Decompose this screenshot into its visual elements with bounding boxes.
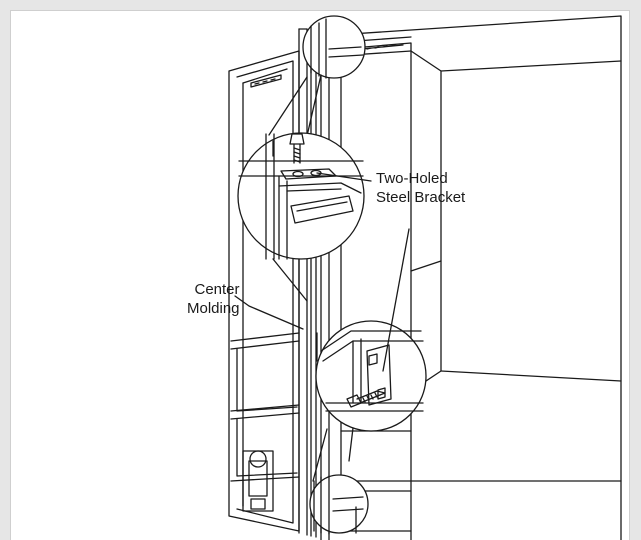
left-door [228,50,300,532]
center-molding-strip [298,28,317,538]
magnified-top-bracket [237,132,365,260]
bracket-label-line-2: Steel Bracket [376,189,466,206]
molding-leader-line [234,295,304,330]
diagram-figure: Two-Holed Steel Bracket Center Molding [10,10,630,540]
leader-line-bottom-2 [348,427,354,462]
bracket-leader-line [316,172,372,182]
top-detail-circle [302,15,366,79]
bottom-detail-circle [309,474,369,535]
leader-line-top [306,74,322,137]
leader-line-bottom [312,428,328,482]
leader-line-top-2 [268,76,308,136]
bracket-label-line-1: Two-Holed [376,170,448,187]
side-bracket-leader-line [382,228,410,372]
leader-line-mid [272,258,308,302]
right-door [320,15,622,540]
two-holed-steel-bracket-label: Two-Holed Steel Bracket [376,169,465,207]
magnified-side-bracket [315,320,427,432]
molding-label-line-2: Molding [187,300,240,317]
center-molding-label: Center Molding [187,280,240,318]
refrigerator-door-diagram [228,15,622,540]
molding-label-line-1: Center [194,281,240,298]
